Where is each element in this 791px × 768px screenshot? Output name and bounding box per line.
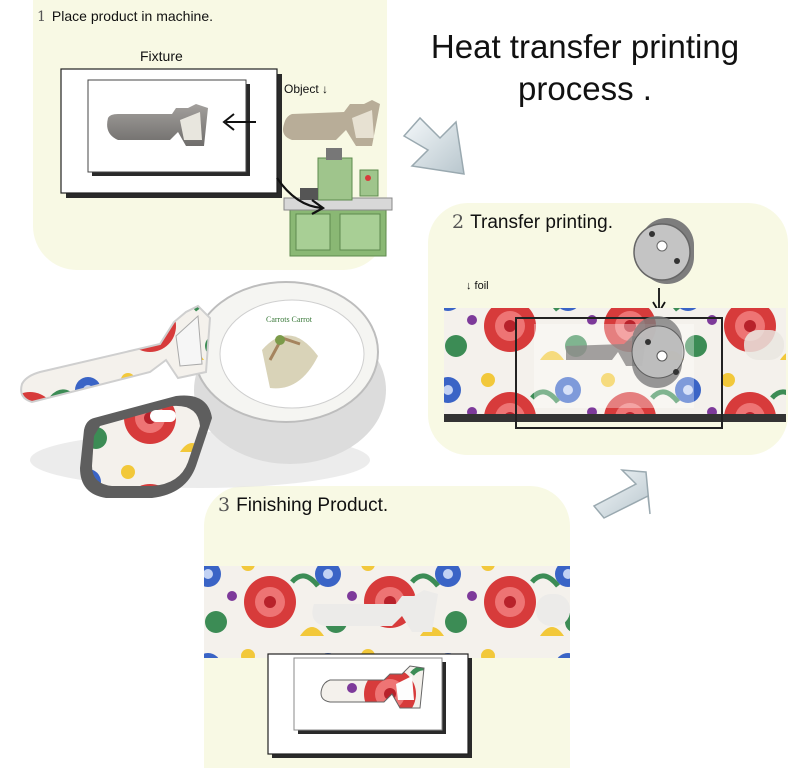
finished-printed-peeler xyxy=(320,665,425,709)
finished-foil-strip xyxy=(204,566,570,658)
fixture-label: Fixture xyxy=(140,48,183,64)
step1-label: Place product in machine. xyxy=(51,8,214,24)
step3-number: 3 xyxy=(218,494,231,516)
left-arrow-icon xyxy=(222,113,256,131)
peeler-in-fixture xyxy=(107,104,208,146)
step1-number: 1 xyxy=(37,9,46,25)
fixture-diagram xyxy=(60,68,282,198)
object-label: Object ↓ xyxy=(284,82,329,96)
step2-number: 2 xyxy=(452,211,465,233)
foil-strip xyxy=(444,308,786,422)
container-box: Carrots Carrot xyxy=(193,281,386,464)
connector-line xyxy=(276,177,323,210)
product-photo: Carrots Carrot xyxy=(20,281,386,498)
connector-arrowhead xyxy=(311,199,326,215)
step3-label: Finishing Product. xyxy=(236,495,389,516)
right-flow-arrow-icon xyxy=(402,116,465,175)
press-machine xyxy=(283,148,393,257)
foil-label: ↓ foil xyxy=(466,280,489,292)
heat-roller-pressing xyxy=(631,316,685,388)
step1-heading: 1 Place product in machine. xyxy=(37,8,213,25)
object-peeler xyxy=(283,100,380,146)
lid-title: Carrots Carrot xyxy=(266,315,313,324)
step2-label: Transfer printing. xyxy=(470,212,614,233)
floral-peeler-product xyxy=(20,304,212,404)
heat-roller-top xyxy=(633,218,694,284)
floral-bottle-opener xyxy=(80,395,212,498)
down-left-flow-arrow-icon xyxy=(592,469,651,519)
finished-plate xyxy=(267,653,472,758)
page-title: Heat transfer printing process . xyxy=(430,28,740,107)
